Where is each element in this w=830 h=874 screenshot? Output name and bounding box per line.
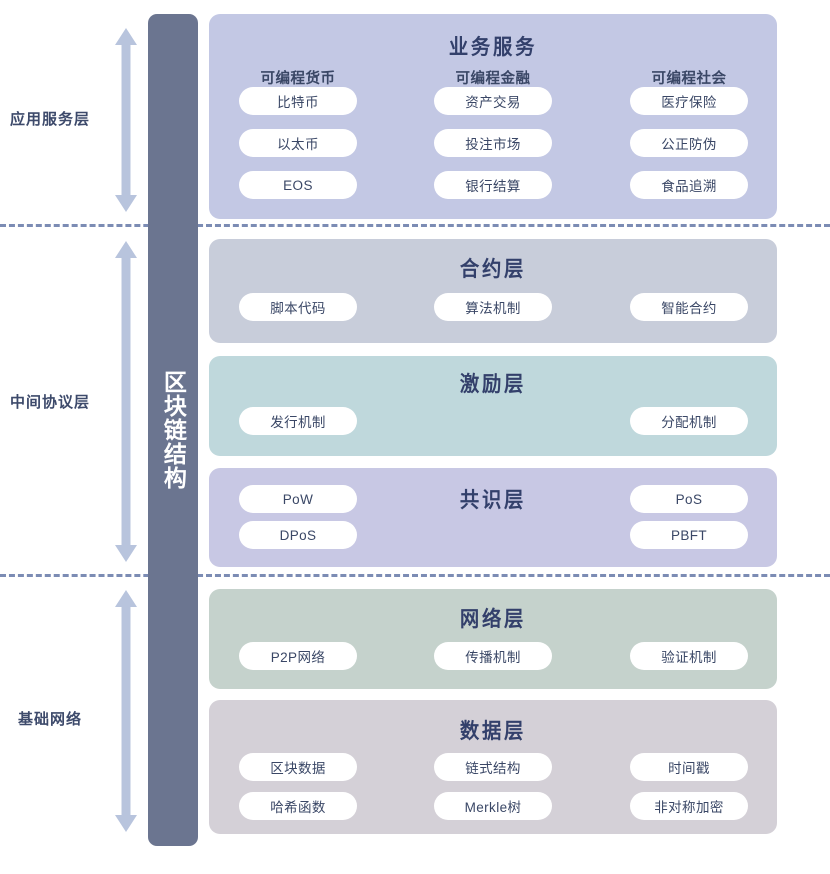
pill-item[interactable]: Merkle树	[434, 792, 552, 820]
arrow-application	[113, 26, 139, 214]
pill-item[interactable]: DPoS	[239, 521, 357, 549]
divider-middle-base	[0, 574, 830, 577]
group-label-application: 应用服务层	[9, 111, 90, 128]
divider-application-middle	[0, 224, 830, 227]
column-head-programmable-currency: 可编程货币	[260, 71, 336, 87]
column-head-programmable-society: 可编程社会	[651, 71, 727, 87]
pill-item[interactable]: 银行结算	[434, 171, 552, 199]
pill-item[interactable]: 资产交易	[434, 87, 552, 115]
layer-title-contract: 合约层	[459, 257, 527, 281]
layer-contract: 合约层 脚本代码 算法机制 智能合约	[209, 239, 777, 343]
spine-blockchain-structure: 区块链结构	[148, 14, 198, 846]
pill-item[interactable]: 发行机制	[239, 407, 357, 435]
pill-item[interactable]: PoS	[630, 485, 748, 513]
group-label-middle: 中间协议层	[9, 394, 90, 411]
layer-title-consensus: 共识层	[459, 488, 527, 512]
pill-item[interactable]: 链式结构	[434, 753, 552, 781]
arrow-base	[113, 588, 139, 834]
pill-item[interactable]: 食品追溯	[630, 171, 748, 199]
pill-item[interactable]: 投注市场	[434, 129, 552, 157]
pill-item[interactable]: 智能合约	[630, 293, 748, 321]
pill-item[interactable]: EOS	[239, 171, 357, 199]
spine-label: 区块链结构	[160, 370, 187, 490]
layer-consensus: 共识层 PoW DPoS PoS PBFT	[209, 468, 777, 567]
pill-item[interactable]: 比特币	[239, 87, 357, 115]
pill-item[interactable]: 算法机制	[434, 293, 552, 321]
layer-title-incentive: 激励层	[459, 372, 527, 396]
pill-item[interactable]: 脚本代码	[239, 293, 357, 321]
pill-item[interactable]: 时间戳	[630, 753, 748, 781]
pill-item[interactable]: PBFT	[630, 521, 748, 549]
pill-item[interactable]: 传播机制	[434, 642, 552, 670]
group-label-base: 基础网络	[17, 711, 82, 728]
pill-item[interactable]: 非对称加密	[630, 792, 748, 820]
pill-item[interactable]: 以太币	[239, 129, 357, 157]
layer-data: 数据层 区块数据 链式结构 时间戳 哈希函数 Merkle树 非对称加密	[209, 700, 777, 834]
pill-item[interactable]: 分配机制	[630, 407, 748, 435]
column-head-programmable-finance: 可编程金融	[455, 71, 531, 87]
pill-item[interactable]: PoW	[239, 485, 357, 513]
layer-title-network: 网络层	[459, 607, 527, 631]
arrow-middle	[113, 239, 139, 564]
layer-title-data: 数据层	[459, 719, 527, 743]
pill-item[interactable]: 公正防伪	[630, 129, 748, 157]
pill-item[interactable]: 验证机制	[630, 642, 748, 670]
pill-item[interactable]: 哈希函数	[239, 792, 357, 820]
layer-incentive: 激励层 发行机制 分配机制	[209, 356, 777, 456]
layer-title-application: 业务服务	[448, 35, 538, 59]
pill-item[interactable]: 区块数据	[239, 753, 357, 781]
pill-item[interactable]: 医疗保险	[630, 87, 748, 115]
layer-application: 业务服务 可编程货币 可编程金融 可编程社会 比特币 以太币 EOS 资产交易 …	[209, 14, 777, 219]
layer-network: 网络层 P2P网络 传播机制 验证机制	[209, 589, 777, 689]
pill-item[interactable]: P2P网络	[239, 642, 357, 670]
